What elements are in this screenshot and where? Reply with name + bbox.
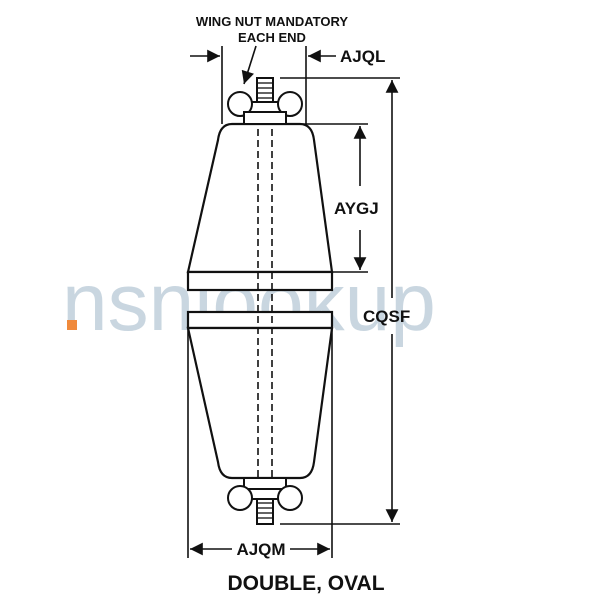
bottom-stud [256,495,274,525]
diagram-caption: DOUBLE, OVAL [227,572,384,595]
upper-flange-a [186,270,334,292]
top-wing-nut [227,77,303,125]
note-line-2: EACH END [238,30,306,45]
lower-cone [186,326,334,480]
top-wing-left [227,91,253,117]
lower-flange [186,310,334,330]
dim-label-aygj: AYGJ [334,199,379,218]
note-line-1: WING NUT MANDATORY [196,14,348,29]
note-leader [241,45,257,85]
watermark-dot [67,320,77,330]
bottom-wing-left [227,485,253,511]
top-wing-right [277,91,303,117]
dim-label-cqsf: CQSF [363,307,410,326]
bottom-wing-nut [227,477,303,525]
dim-label-ajql: AJQL [340,47,385,66]
isolator-body [186,118,334,484]
top-stud [256,77,274,105]
bottom-wing-right [277,485,303,511]
dim-label-ajqm: AJQM [236,540,285,559]
upper-cone [186,122,334,274]
top-washer [243,111,287,125]
dimension-lines [187,45,400,558]
